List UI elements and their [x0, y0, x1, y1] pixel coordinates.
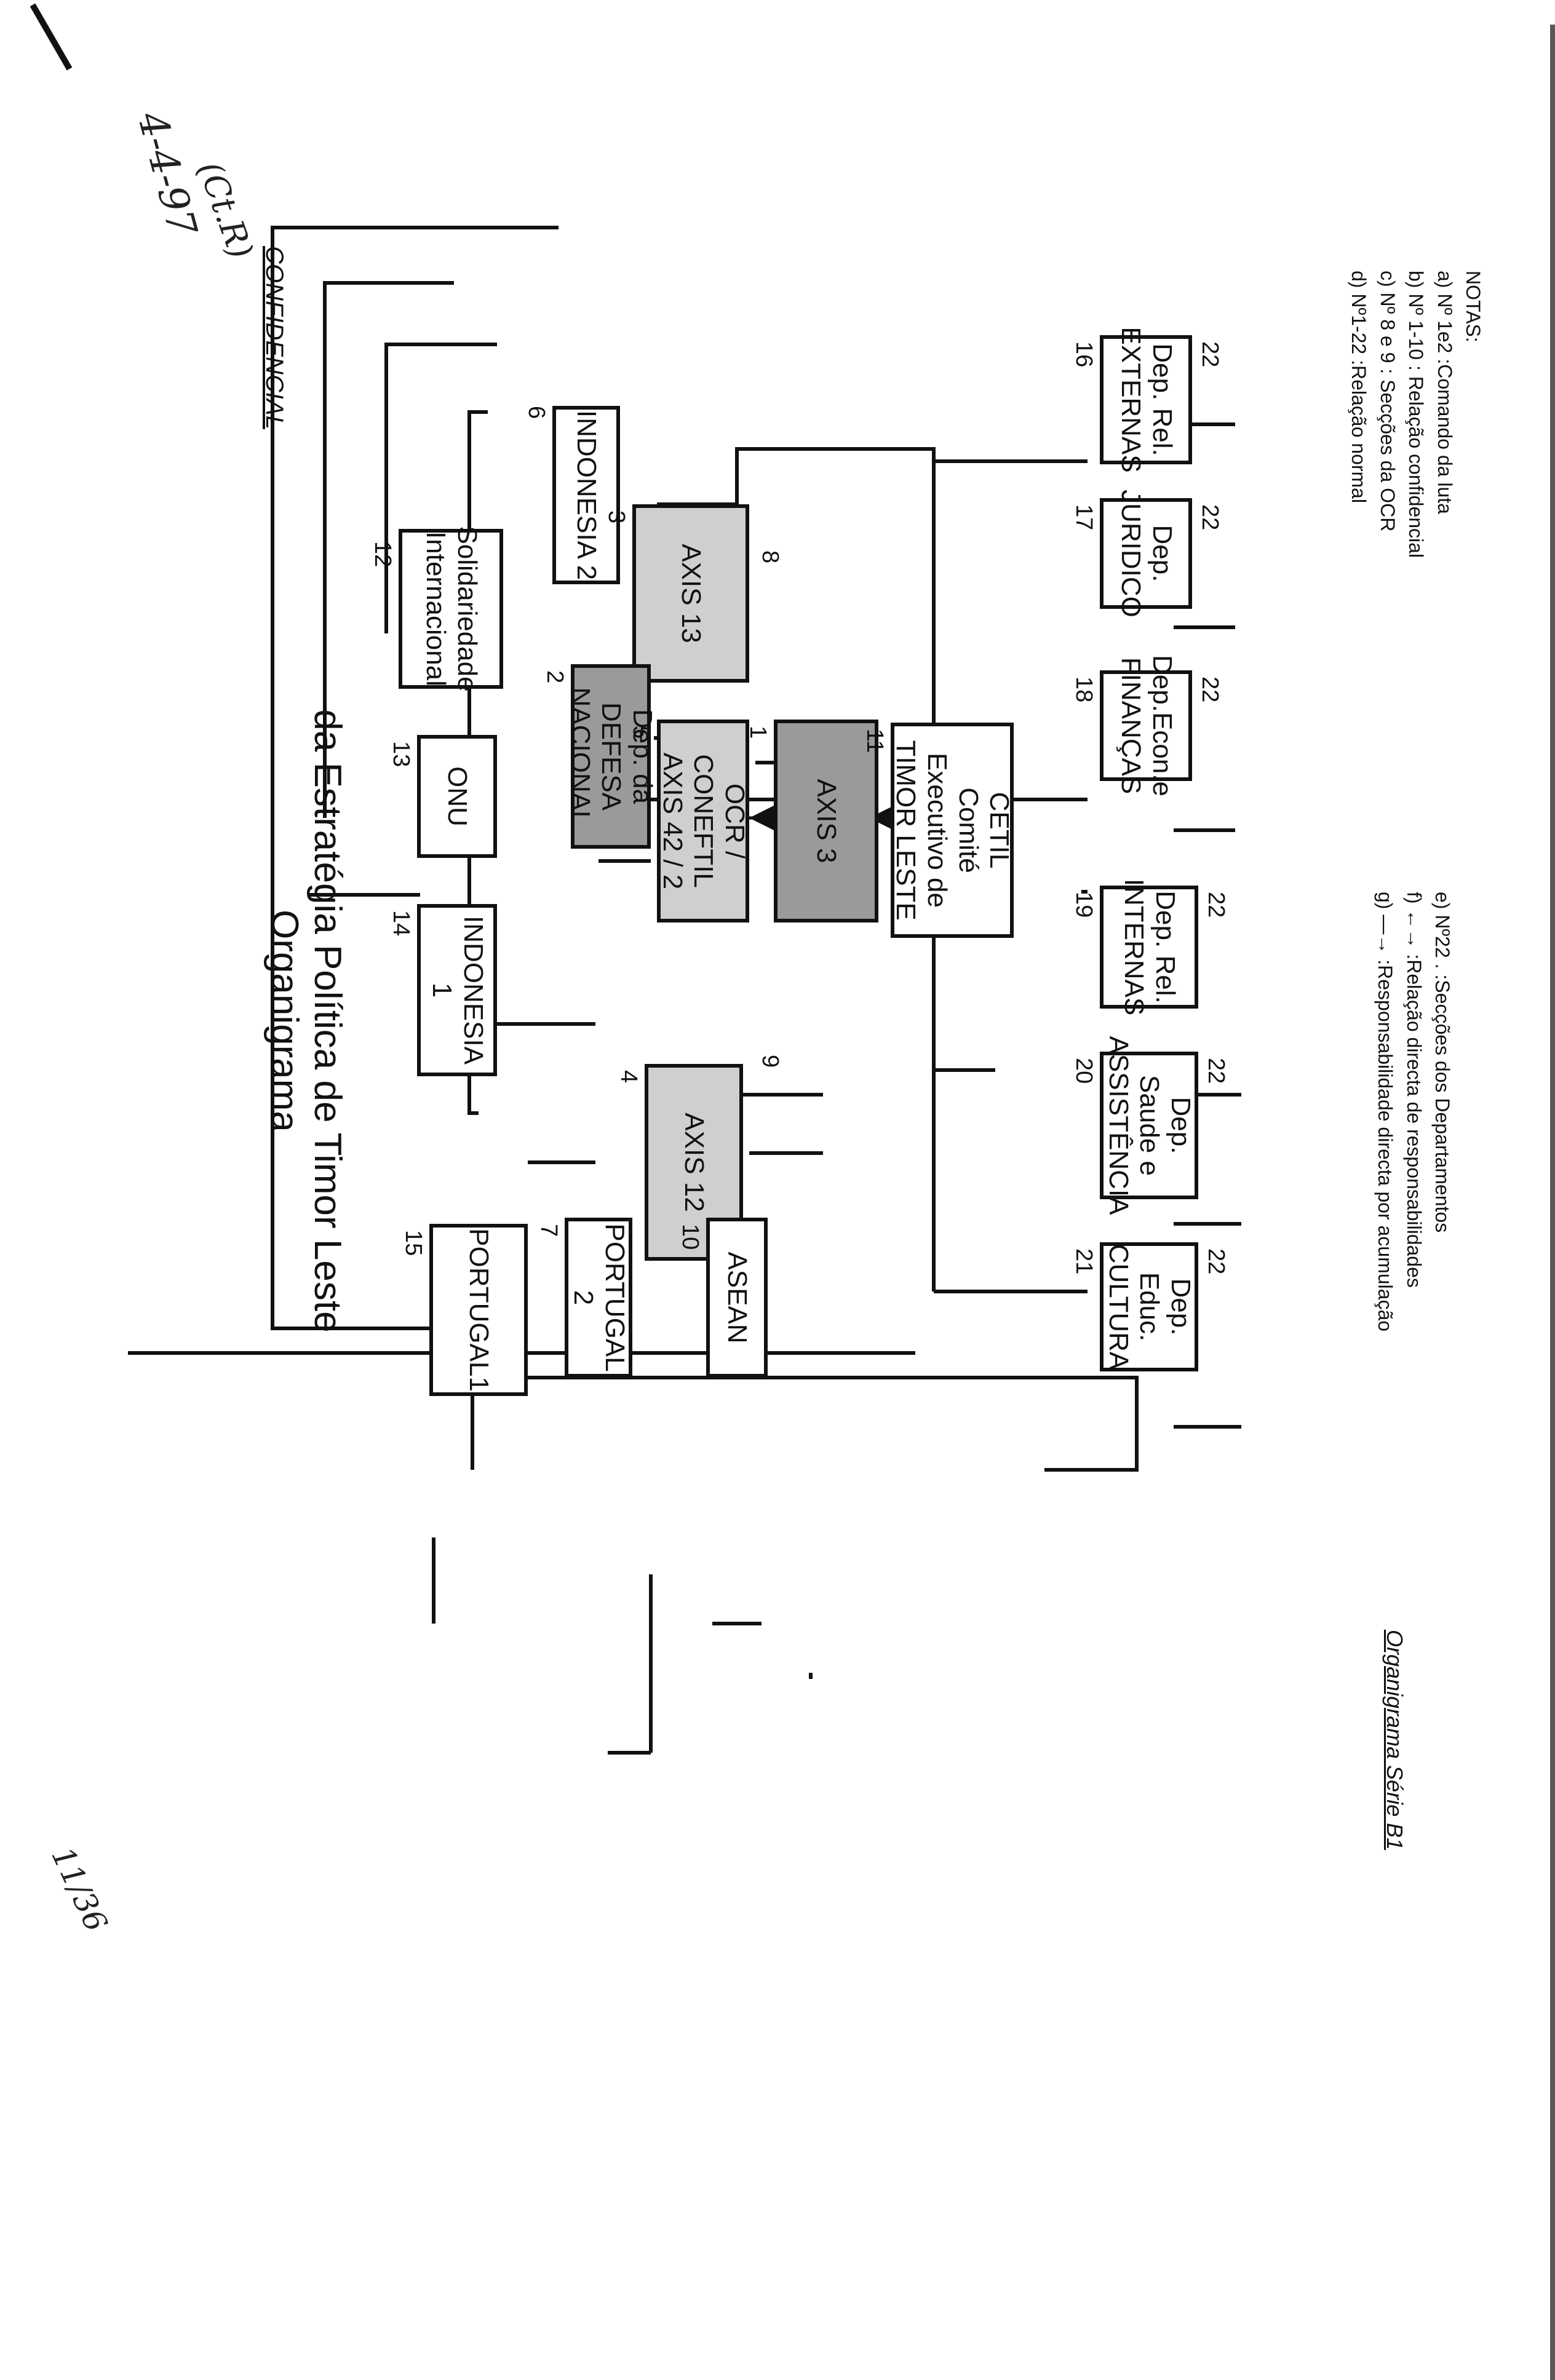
box-number-18: 18: [1071, 676, 1097, 703]
box-number-12: 12: [370, 541, 396, 568]
box-portugal-2: PORTUGAL 2: [565, 1218, 632, 1378]
box-number-4: 4: [616, 1070, 642, 1084]
page-title: Organigrama: [263, 910, 306, 1132]
box-dep-rel-externas: Dep. Rel.EXTERNAS: [1100, 327, 1192, 473]
box-asean: ASEAN: [706, 1218, 768, 1378]
box-number-2: 2: [542, 670, 568, 684]
note-a: a) Nº 1e2 :Comando da luta: [1433, 271, 1456, 514]
box-number-14: 14: [388, 910, 414, 937]
outer-loop-line: [271, 226, 559, 1330]
loop-line-12: [323, 281, 454, 818]
scan-edge: [1550, 25, 1555, 2380]
box-number-16: 16: [1071, 341, 1097, 368]
section-22-a: 22: [1197, 341, 1223, 368]
page-subtitle: da Estratégia Política de Timor Leste: [306, 709, 349, 1333]
notes-left: NOTAS: a) Nº 1e2 :Comando da luta b) Nº …: [1345, 271, 1487, 558]
box-number-5: 5: [628, 726, 654, 739]
note-g: g) —→ :Responsabilidade directa por acum…: [1374, 892, 1397, 1332]
box-number-17: 17: [1071, 504, 1097, 531]
note-b: b) Nº 1-10 : Relação confidencial: [1405, 271, 1428, 558]
box-onu: ONU: [417, 735, 497, 858]
box-number-6: 6: [523, 406, 549, 419]
section-22-f: 22: [1203, 1248, 1229, 1275]
section-22-d: 22: [1203, 892, 1229, 918]
box-number-7: 7: [536, 1224, 562, 1237]
scan-mark: [432, 1537, 435, 1624]
box-dep-educ-cultura: Dep. Educ.CULTURA: [1100, 1242, 1198, 1371]
note-d: d) Nº1-22 :Relação normal: [1348, 271, 1370, 504]
box-number-15: 15: [400, 1230, 426, 1256]
box-number-10: 10: [677, 1224, 703, 1250]
note-c: c) Nº 8 e 9 : Secções da OCR: [1376, 271, 1399, 532]
box-number-3: 3: [603, 510, 629, 524]
box-indonesia-2: INDONESIA 2: [552, 406, 620, 584]
box-number-20: 20: [1071, 1058, 1097, 1084]
note-f: f) ←→ :Relação directa de responsabilida…: [1402, 892, 1425, 1288]
box-number-11: 11: [862, 729, 888, 753]
section-22-e: 22: [1203, 1058, 1229, 1084]
box-axis-13: AXIS 13: [632, 504, 749, 683]
box-number-13: 13: [388, 741, 414, 768]
notes-right: e) Nº22 . :Secções dos Departamentos f) …: [1371, 892, 1457, 1331]
box-indonesia-1: INDONESIA 1: [417, 904, 497, 1076]
note-e: e) Nº22 . :Secções dos Departamentos: [1431, 892, 1454, 1233]
section-22-c: 22: [1197, 676, 1223, 703]
section-8: 8: [757, 550, 783, 564]
loop-line-3: [384, 343, 497, 633]
series-label: Organigrama Série B1: [1382, 1630, 1407, 1850]
section-22-b: 22: [1197, 504, 1223, 531]
box-number-19: 19: [1071, 892, 1097, 918]
box-dep-juridico: Dep.JURIDICO: [1100, 490, 1192, 617]
box-portugal-1: PORTUGAL1: [429, 1224, 528, 1396]
box-number-21: 21: [1071, 1248, 1097, 1275]
box-dep-rel-internas: Dep. Rel.INTERNAS: [1100, 879, 1198, 1015]
section-9: 9: [757, 1055, 783, 1068]
box-number-1: 1: [745, 726, 771, 739]
confidential-label: CONFIDENCIAL: [261, 246, 288, 429]
notes-heading: NOTAS:: [1462, 271, 1484, 343]
